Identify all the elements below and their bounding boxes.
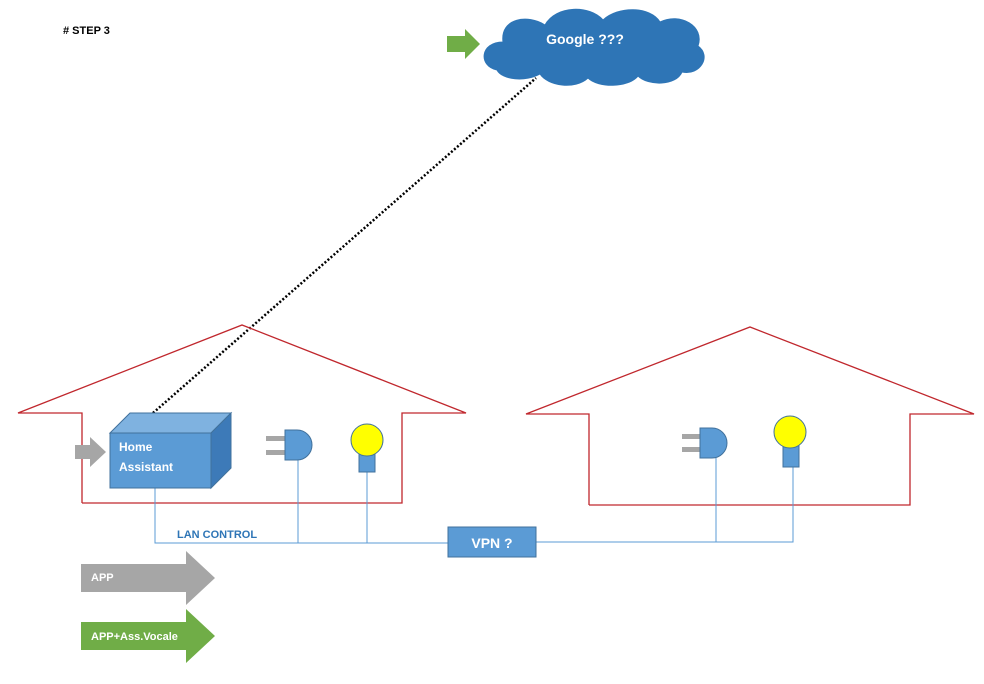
left-house-outline [17,324,467,504]
cloud-icon: Google ??? [483,8,705,86]
legend-app-voice: APP+Ass.Vocale [81,609,215,663]
step-label: # STEP 3 [63,25,110,37]
vpn-label: VPN ? [471,535,512,551]
home-assistant-box: Home Assistant [108,411,233,490]
plug-icon [266,429,313,461]
right-house-outline [525,326,975,506]
vpn-box: VPN ? [447,526,537,558]
legend-app-label: APP [91,572,114,584]
plug-icon [682,427,728,459]
internet-link [152,77,537,414]
legend-app-voice-label: APP+Ass.Vocale [91,631,178,643]
lan-control-label: LAN CONTROL [177,529,257,541]
legend-app: APP [81,551,215,605]
arrow-right-icon [75,437,106,467]
arrow-right-icon [81,609,215,663]
arrow-right-icon [447,29,480,59]
light-bulb-icon [773,415,807,468]
lan-wiring [154,456,794,544]
home-assistant-label-line2: Assistant [119,460,173,474]
arrow-right-icon [81,551,215,605]
home-assistant-label-line1: Home [119,440,153,454]
light-bulb-icon [350,423,384,473]
cloud-label: Google ??? [546,31,624,47]
